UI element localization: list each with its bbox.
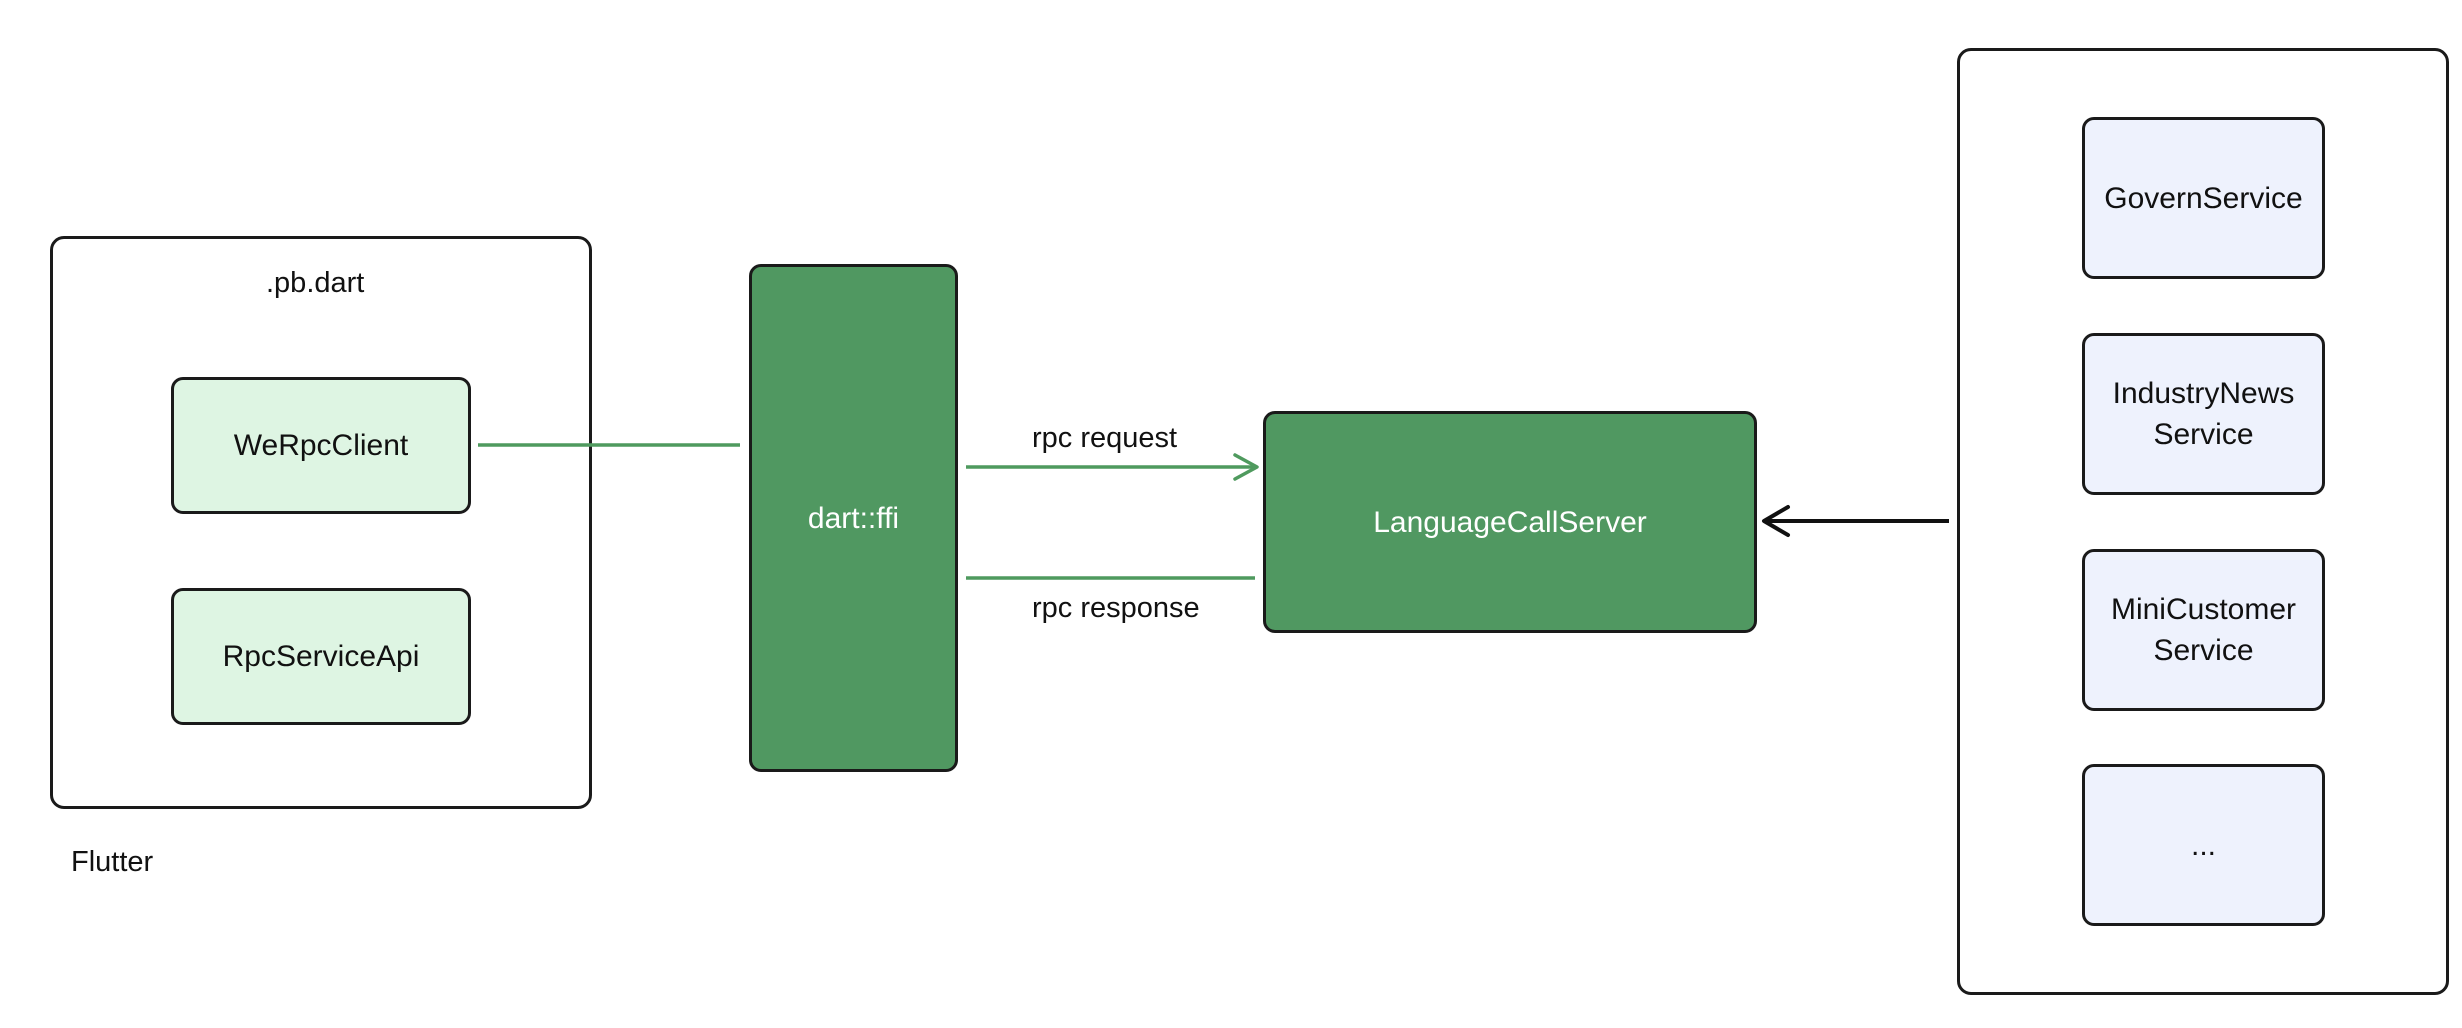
- service-label: MiniCustomer Service: [2110, 593, 2297, 667]
- flutter-label: Flutter: [71, 846, 154, 878]
- service-label: IndustryNews Service: [2112, 377, 2295, 451]
- service-node: IndustryNews Service: [2082, 333, 2325, 495]
- rpc-request-arrow: [966, 453, 1259, 481]
- werpcclient-node: WeRpcClient: [171, 377, 471, 514]
- service-node: ...: [2082, 764, 2325, 926]
- pb-dart-label: .pb.dart: [266, 267, 365, 299]
- dart-ffi-label: dart::ffi: [807, 501, 900, 535]
- rpcserviceapi-node: RpcServiceApi: [171, 588, 471, 725]
- languagecallserver-label: LanguageCallServer: [1373, 505, 1647, 539]
- service-label: ...: [2190, 828, 2216, 862]
- service-node: GovernService: [2082, 117, 2325, 279]
- rpc-response-label: rpc response: [1032, 592, 1200, 624]
- rpcserviceapi-label: RpcServiceApi: [222, 640, 420, 673]
- dart-ffi-node: dart::ffi: [749, 264, 958, 772]
- werpcclient-label: WeRpcClient: [233, 429, 409, 462]
- service-node: MiniCustomer Service: [2082, 549, 2325, 711]
- service-label: GovernService: [2104, 181, 2303, 215]
- languagecallserver-node: LanguageCallServer: [1263, 411, 1757, 633]
- rpc-request-label: rpc request: [1032, 422, 1178, 454]
- services-to-server-arrow: [1762, 505, 1949, 537]
